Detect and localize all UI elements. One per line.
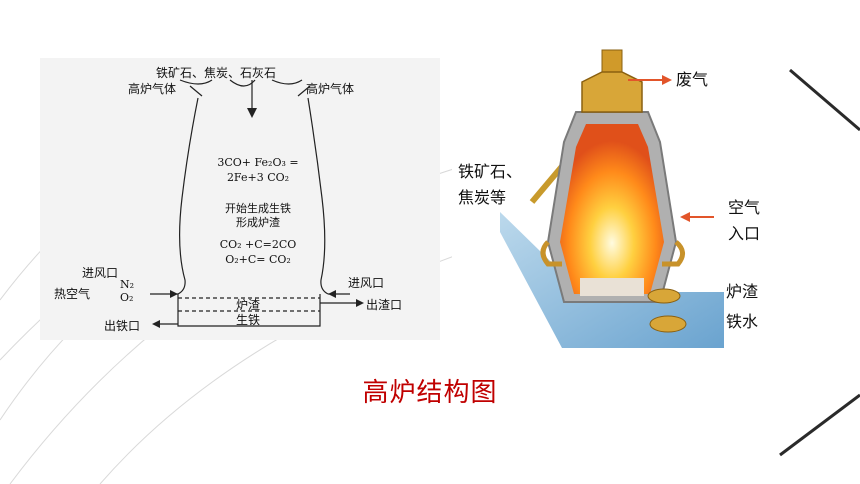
iron-formation-text: 开始生成生铁 — [225, 202, 291, 215]
blast-furnace-schematic-panel — [40, 58, 440, 340]
equation-co-formation: CO₂ +C=2CO — [219, 238, 297, 251]
equation-reduction-2: 2Fe+3 CO₂ — [226, 171, 290, 184]
figure-caption: 高炉结构图 — [362, 378, 498, 408]
hot-air-label: 热空气 — [54, 287, 91, 301]
molten-iron-label: 铁水 — [726, 312, 759, 331]
ore-coke-label-line1: 铁矿石、 — [458, 162, 523, 181]
slag-label: 炉渣 — [726, 282, 759, 301]
blast-furnace-schematic — [150, 79, 364, 328]
waste-gas-label: 废气 — [676, 70, 709, 89]
air-inlet-label-line1: 空气 — [728, 198, 761, 217]
iron-outlet-label: 出铁口 — [104, 319, 141, 333]
ore-coke-label-line2: 焦炭等 — [458, 188, 507, 207]
blast-furnace-illustration — [500, 49, 724, 348]
o2-label: O₂ — [120, 291, 134, 304]
slag-outlet-label: 出渣口 — [366, 298, 403, 312]
raw-materials-label: 铁矿石、焦炭、石灰石 — [156, 66, 277, 80]
furnace-gas-right-label: 高炉气体 — [306, 82, 355, 96]
n2-label: N₂ — [120, 278, 135, 291]
tuyere-left-label: 进风口 — [82, 266, 119, 280]
equation-combustion: O₂+C= CO₂ — [225, 253, 291, 266]
slag-formation-text: 形成炉渣 — [236, 216, 280, 229]
air-inlet-label-line2: 入口 — [728, 224, 761, 243]
slag-layer-label: 炉渣 — [236, 298, 261, 312]
furnace-gas-left-label: 高炉气体 — [128, 82, 177, 96]
tuyere-right-label: 进风口 — [348, 276, 385, 290]
equation-reduction-1: 3CO+ Fe₂O₃ = — [217, 156, 299, 169]
pig-iron-layer-label: 生铁 — [236, 313, 261, 327]
